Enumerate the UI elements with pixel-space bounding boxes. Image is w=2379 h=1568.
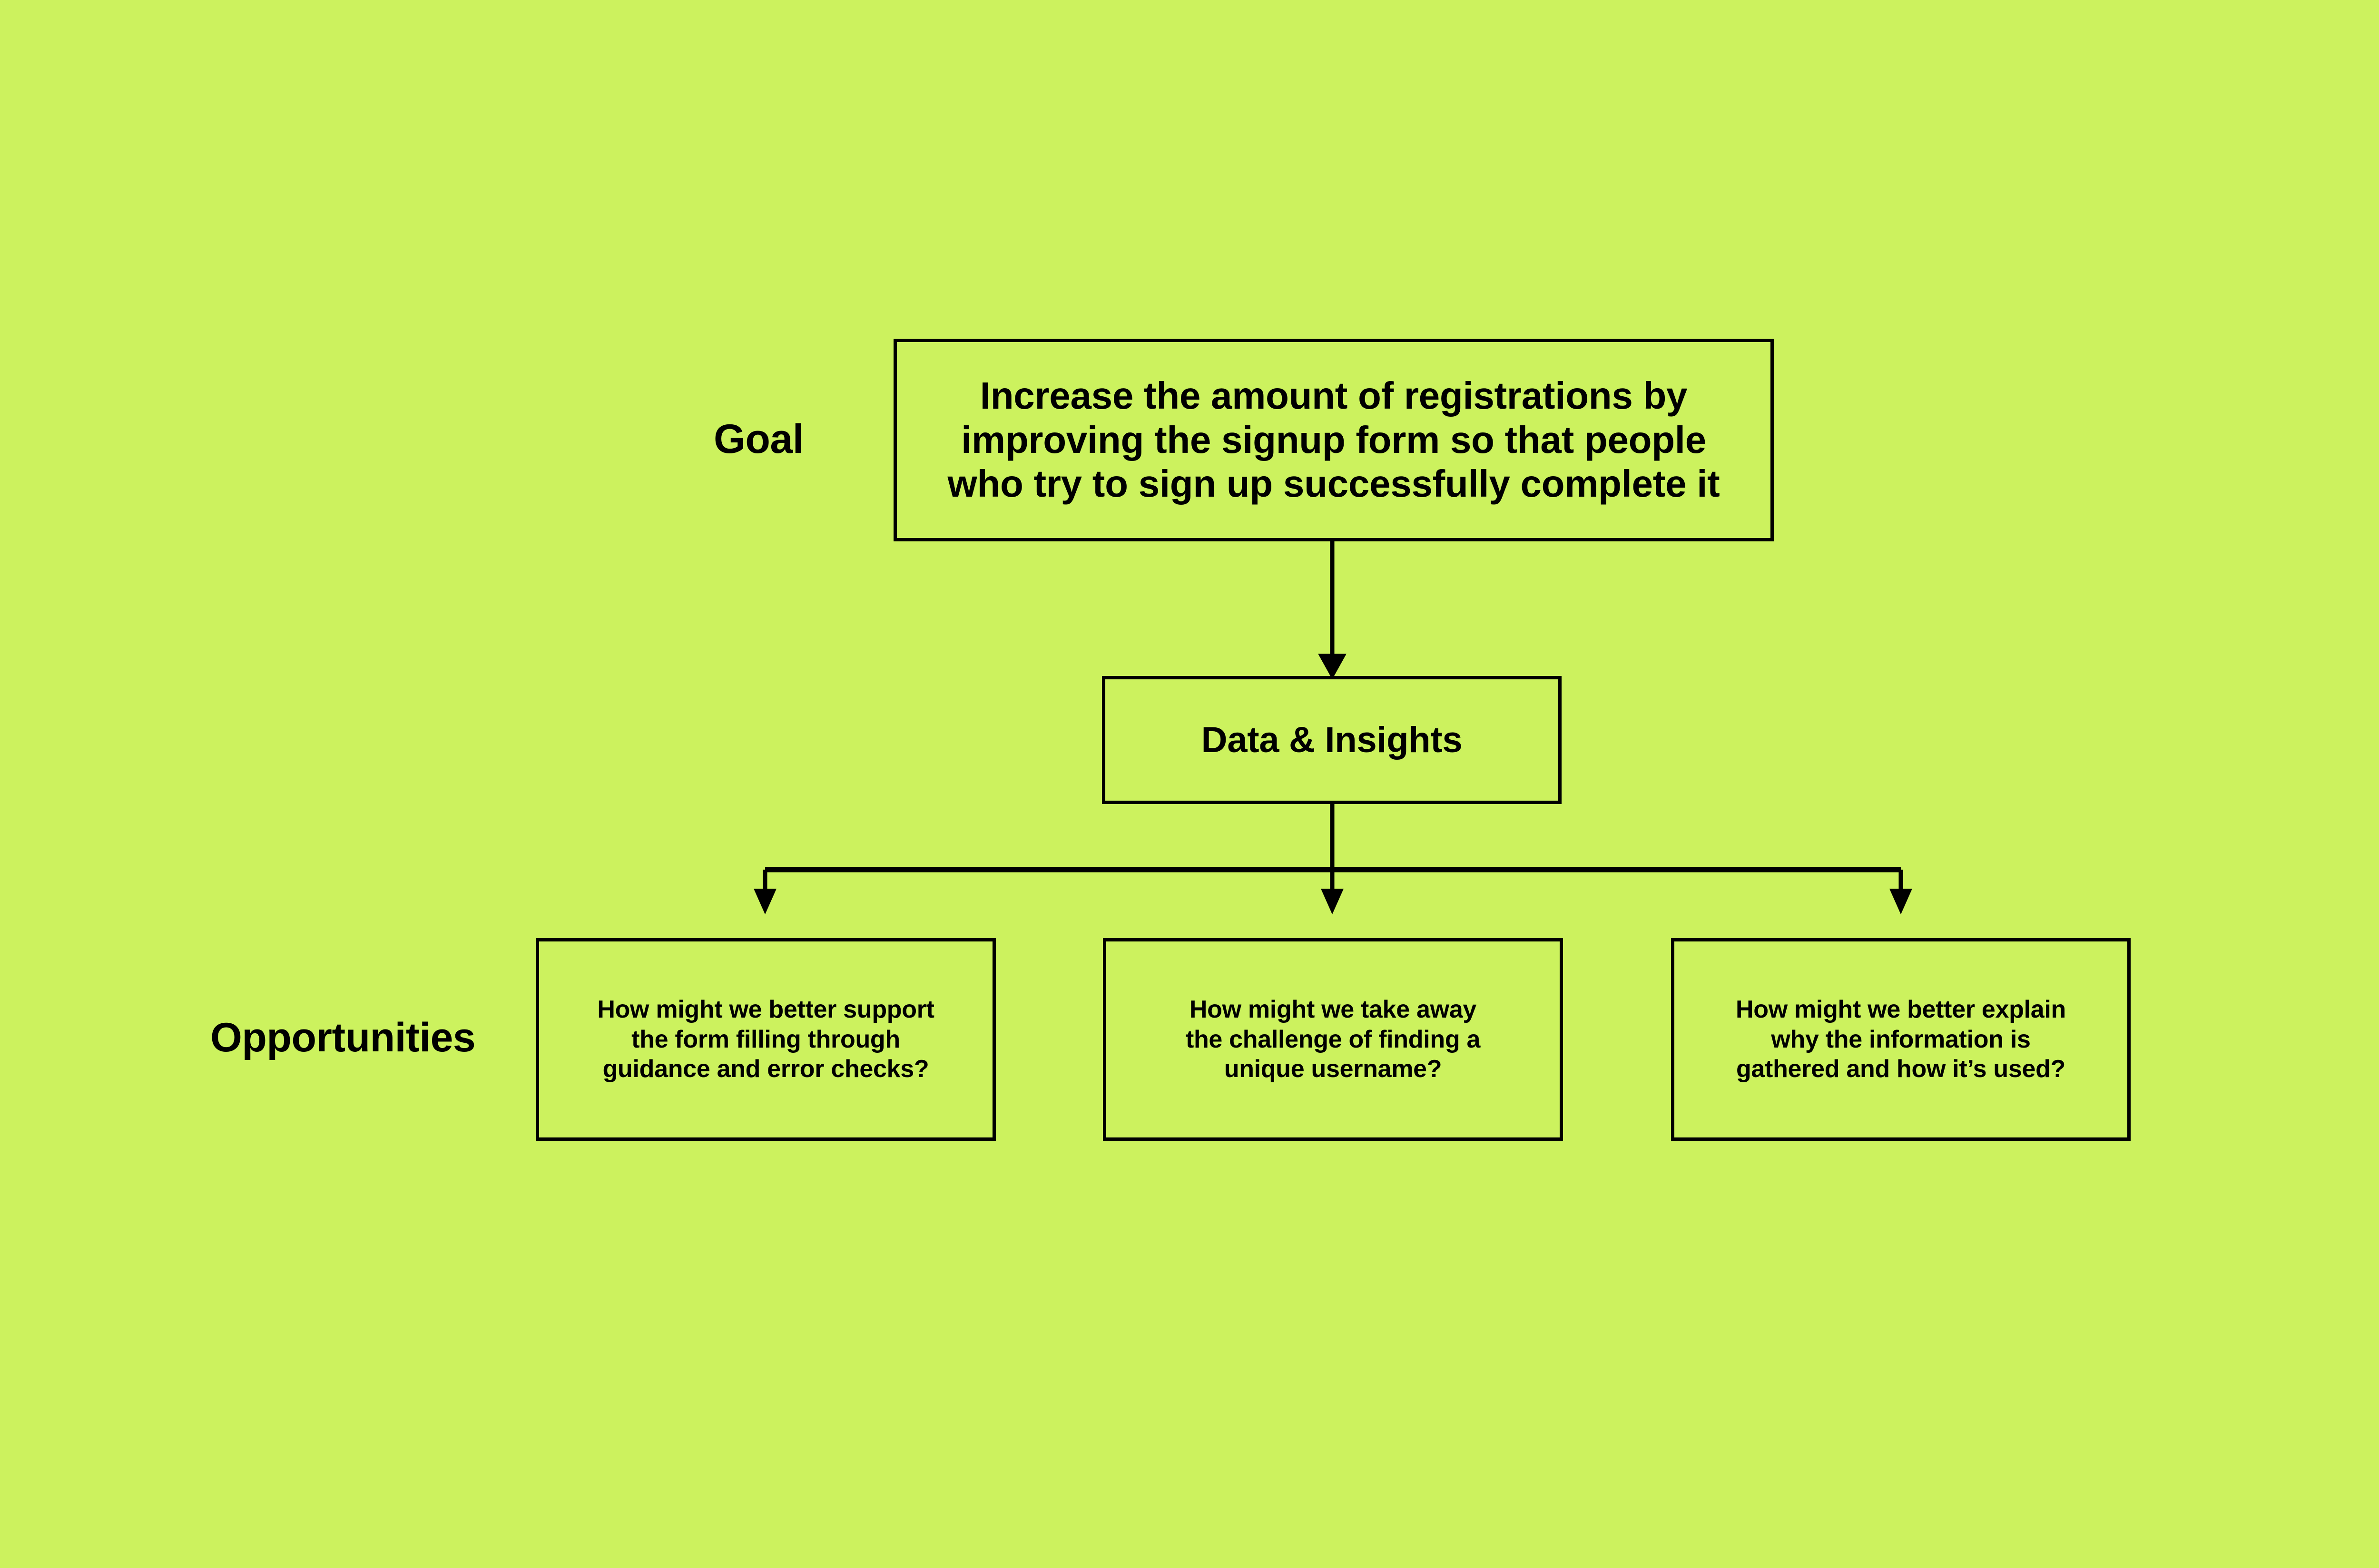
goal-node[interactable]: Increase the amount of registrations by … — [894, 339, 1774, 541]
goal-node-text: Increase the amount of registrations by … — [947, 374, 1720, 505]
opportunity-node-1[interactable]: How might we better support the form fil… — [536, 938, 996, 1141]
data-insights-node[interactable]: Data & Insights — [1102, 676, 1562, 804]
row-label-opportunities: Opportunities — [210, 1015, 476, 1060]
row-label-goal: Goal — [714, 416, 804, 462]
arrow-data-insights-to-opportunities — [733, 804, 1937, 947]
arrow-goal-to-data-insights — [1289, 541, 1375, 679]
opportunity-node-2[interactable]: How might we take away the challenge of … — [1103, 938, 1563, 1141]
opportunity-node-2-text: How might we take away the challenge of … — [1185, 996, 1481, 1083]
opportunity-node-3-text: How might we better explain why the info… — [1735, 996, 2066, 1083]
data-insights-node-text: Data & Insights — [1201, 719, 1463, 760]
opportunity-node-1-text: How might we better support the form fil… — [597, 996, 934, 1083]
opportunity-node-3[interactable]: How might we better explain why the info… — [1671, 938, 2131, 1141]
